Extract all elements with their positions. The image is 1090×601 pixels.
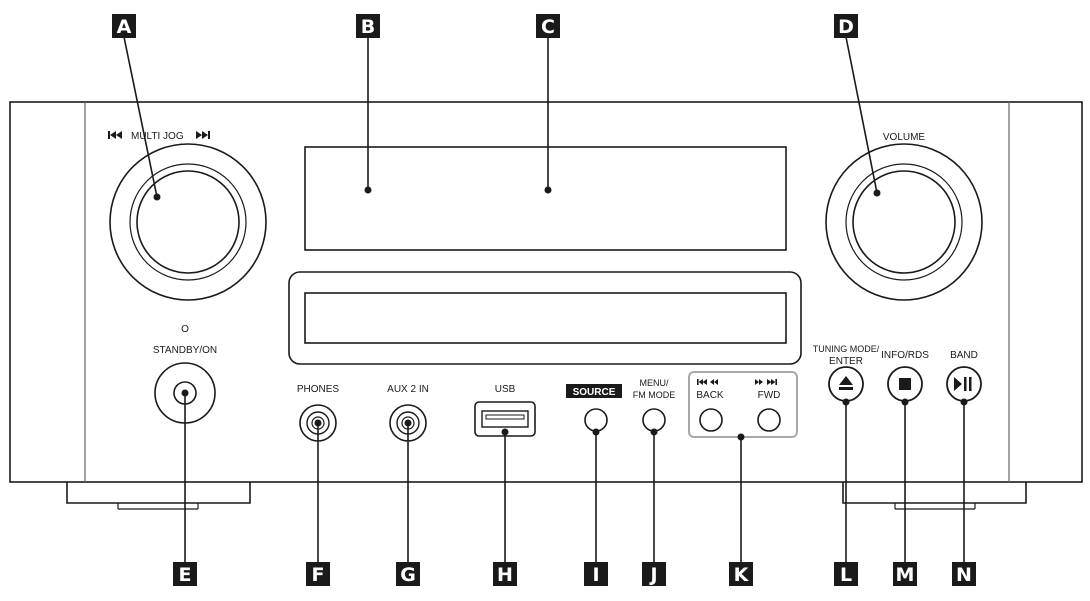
fwd-label: FWD [758,390,781,401]
enter-label: ENTER [829,356,863,367]
back-label: BACK [696,390,724,401]
left-foot [66,482,251,504]
svg-text:N: N [956,564,972,586]
skip-rewind-icon [697,379,718,385]
svg-text:I: I [592,564,599,586]
phones-label: PHONES [297,384,340,395]
callout-i: I [584,562,608,586]
svg-text:M: M [896,564,915,586]
fast-forward-skip-icon [755,379,777,385]
volume-knob[interactable] [825,143,983,301]
info-rds-label: INFO/RDS [881,350,929,361]
svg-text:L: L [840,564,852,586]
callout-j: J [642,562,666,586]
svg-text:G: G [400,564,416,586]
svg-text:A: A [117,16,132,38]
right-foot [842,482,1027,504]
callout-d: D [834,14,858,38]
usb-label: USB [495,384,516,395]
callout-g: G [396,562,420,586]
source-label-badge [566,384,622,398]
fm-mode-label: FM MODE [633,390,676,400]
svg-text:B: B [361,16,375,38]
callout-labels: A B C D E F G H I J K L M N [112,14,976,586]
stop-icon [899,378,911,390]
tuning-mode-label: TUNING MODE/ [813,344,880,354]
chassis-outline [9,101,1083,483]
source-button[interactable] [584,408,608,432]
callout-f: F [306,562,330,586]
volume-label: VOLUME [883,132,926,143]
callout-n: N [952,562,976,586]
chassis [9,101,1083,510]
standby-indicator-symbol: O [181,324,189,335]
display-window [304,146,787,251]
callout-a: A [112,14,136,38]
prev-track-icon [108,131,122,139]
play-pause-icon [954,377,972,391]
band-label: BAND [950,350,978,361]
menu-label: MENU/ [640,378,669,388]
svg-text:D: D [838,16,854,38]
svg-text:K: K [734,564,750,586]
fwd-button[interactable] [757,408,781,432]
callout-e: E [173,562,197,586]
source-label: SOURCE [573,387,616,398]
callout-h: H [493,562,517,586]
aux-in-label: AUX 2 IN [387,384,429,395]
disc-slot-bezel [288,271,802,365]
svg-text:F: F [312,564,325,586]
svg-text:H: H [497,564,513,586]
callout-c: C [536,14,560,38]
callout-l: L [834,562,858,586]
standby-on-label: STANDBY/ON [153,345,217,356]
callout-b: B [356,14,380,38]
back-button[interactable] [699,408,723,432]
eject-icon [839,376,853,390]
multi-jog-label: MULTI JOG [131,131,184,142]
leader-lines [123,36,968,562]
menu-fm-mode-button[interactable] [642,408,666,432]
svg-text:J: J [648,564,657,586]
callout-k: K [729,562,753,586]
next-track-icon [196,131,210,139]
callout-m: M [893,562,917,586]
svg-text:C: C [541,16,555,38]
svg-text:E: E [179,564,192,586]
disc-slot [304,292,787,344]
multi-jog-knob[interactable] [109,143,267,301]
